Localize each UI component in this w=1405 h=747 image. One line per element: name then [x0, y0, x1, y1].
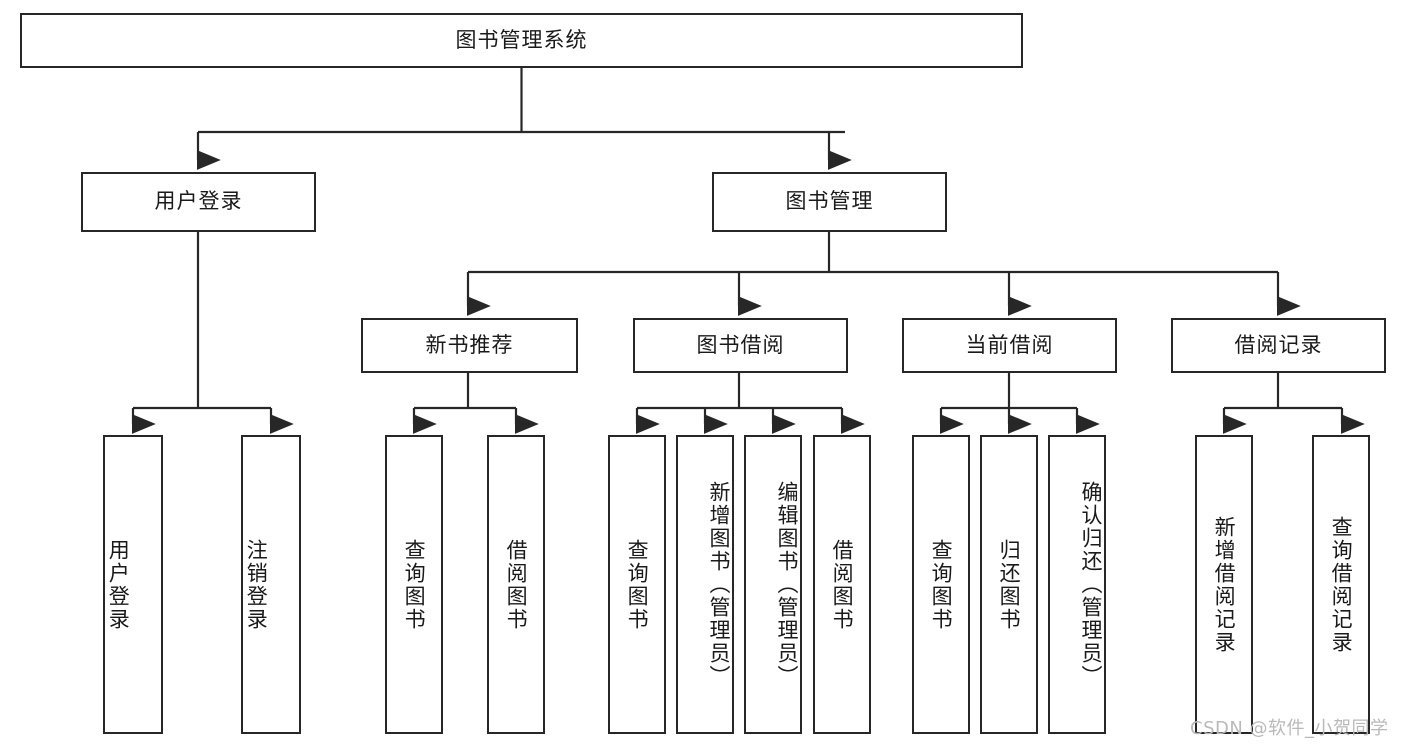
leaf-borrow-book-2[interactable]: 借阅图书 [813, 435, 871, 734]
leaf-query-book-2-label: 查询图书 [625, 538, 650, 631]
leaf-edit-book[interactable]: 编辑图书（管理员） [744, 435, 802, 734]
leaf-user-login[interactable]: 用户登录 [103, 435, 163, 734]
connector-borrowrecord-to-leaves [1222, 373, 1365, 434]
connector-bookborrow-to-leaves [635, 373, 865, 434]
leaf-add-record[interactable]: 新增借阅记录 [1195, 435, 1253, 734]
node-current-borrow[interactable]: 当前借阅 [902, 318, 1117, 373]
leaf-query-book-1[interactable]: 查询图书 [385, 435, 443, 734]
leaf-return-book[interactable]: 归还图书 [980, 435, 1038, 734]
leaf-confirm-return-label: 确认归还（管理员） [1079, 481, 1103, 688]
node-borrow-record[interactable]: 借阅记录 [1171, 318, 1386, 373]
connector-userlogin-to-leaves [131, 232, 294, 434]
node-current-borrow-label: 当前借阅 [965, 332, 1054, 357]
node-book-borrow-label: 图书借阅 [696, 332, 785, 357]
node-new-book-recommend[interactable]: 新书推荐 [361, 318, 578, 373]
leaf-query-book-1-label: 查询图书 [402, 538, 427, 631]
leaf-query-book-2[interactable]: 查询图书 [608, 435, 666, 734]
leaf-query-book-3[interactable]: 查询图书 [912, 435, 970, 734]
leaf-edit-book-label: 编辑图书（管理员） [775, 481, 799, 688]
leaf-user-login-label: 用户登录 [106, 538, 131, 631]
node-book-management-label: 图书管理 [785, 189, 874, 214]
leaf-borrow-book-1-label: 借阅图书 [504, 538, 529, 631]
leaf-borrow-book-2-label: 借阅图书 [830, 538, 855, 631]
connector-currentborrow-to-leaves [939, 373, 1100, 434]
leaf-query-record-label: 查询借阅记录 [1329, 515, 1354, 654]
leaf-query-book-3-label: 查询图书 [929, 538, 954, 631]
node-root-label: 图书管理系统 [455, 27, 588, 52]
leaf-logout-label: 注销登录 [244, 538, 269, 631]
leaf-borrow-book-1[interactable]: 借阅图书 [487, 435, 545, 734]
node-book-management[interactable]: 图书管理 [712, 172, 947, 232]
leaf-add-book-label: 新增图书（管理员） [707, 481, 731, 688]
leaf-add-book[interactable]: 新增图书（管理员） [676, 435, 734, 734]
node-new-book-recommend-label: 新书推荐 [425, 332, 514, 357]
connector-bookmgmt-to-level3 [466, 232, 1301, 316]
node-root[interactable]: 图书管理系统 [20, 13, 1023, 68]
leaf-return-book-label: 归还图书 [997, 538, 1022, 631]
leaf-confirm-return[interactable]: 确认归还（管理员） [1048, 435, 1106, 734]
leaf-add-record-label: 新增借阅记录 [1212, 515, 1237, 654]
node-book-borrow[interactable]: 图书借阅 [633, 318, 848, 373]
node-borrow-record-label: 借阅记录 [1234, 332, 1323, 357]
node-user-login[interactable]: 用户登录 [81, 172, 316, 232]
csdn-watermark: CSDN @软件_小贺同学 [1190, 718, 1389, 739]
node-user-login-label: 用户登录 [154, 189, 243, 214]
leaf-query-record[interactable]: 查询借阅记录 [1312, 435, 1370, 734]
connector-root-to-level2 [196, 68, 852, 170]
connector-newbook-to-leaves [412, 373, 539, 434]
leaf-logout[interactable]: 注销登录 [241, 435, 301, 734]
